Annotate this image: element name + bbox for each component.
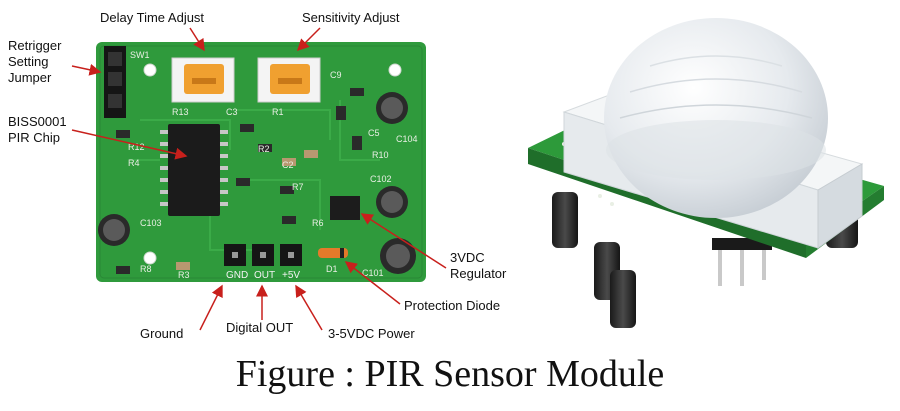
silk-r12: R12 — [128, 142, 145, 152]
label-regulator-1: 3VDC — [450, 250, 485, 265]
label-retrigger-2: Setting — [8, 54, 48, 69]
label-power: 3-5VDC Power — [328, 326, 415, 341]
label-retrigger-3: Jumper — [8, 70, 52, 85]
annotations: Delay Time Adjust Sensitivity Adjust Ret… — [8, 10, 507, 341]
module-pins — [712, 238, 772, 286]
pcb-top-view: SW1 — [96, 42, 426, 282]
mounting-hole — [143, 251, 157, 265]
silk-r13: R13 — [172, 107, 189, 117]
silk-r4: R4 — [128, 158, 140, 168]
silkscreen-designators: R13 C3 R1 R2 C2 C9 R10 R7 R6 C5 C104 C10… — [128, 70, 418, 280]
pin-5v-label: +5V — [282, 270, 300, 281]
silk-c101: C101 — [362, 268, 384, 278]
label-retrigger-1: Retrigger — [8, 38, 62, 53]
arrow-sensitivity — [296, 27, 321, 52]
silk-c5: C5 — [368, 128, 380, 138]
arrow-retrigger — [71, 63, 102, 76]
silk-d1: D1 — [326, 264, 338, 274]
pin-gnd-label: GND — [226, 270, 248, 281]
silk-r8: R8 — [140, 264, 152, 274]
figure-caption: Figure : PIR Sensor Module — [235, 353, 665, 395]
arrow-delay-time — [189, 27, 205, 52]
pir-module-perspective — [528, 18, 884, 328]
arrow-chip — [71, 129, 188, 160]
label-chip-1: BISS0001 — [8, 114, 67, 129]
arrow-power — [295, 284, 323, 331]
label-chip-2: PIR Chip — [8, 130, 60, 145]
silk-r3: R3 — [178, 270, 190, 280]
electrolytic-capacitors — [98, 92, 416, 274]
delay-time-potentiometer — [171, 57, 235, 103]
silk-sw1: SW1 — [130, 50, 150, 60]
silk-r1: R1 — [272, 107, 284, 117]
mounting-hole — [143, 63, 157, 77]
mounting-hole — [388, 63, 402, 77]
silk-c102: C102 — [370, 174, 392, 184]
silk-r2: R2 — [258, 144, 270, 154]
sensitivity-potentiometer — [257, 57, 321, 103]
silk-c103: C103 — [140, 218, 162, 228]
biss0001-chip — [160, 124, 228, 216]
silk-r10: R10 — [372, 150, 389, 160]
label-sensitivity-adjust: Sensitivity Adjust — [302, 10, 400, 25]
label-delay-time-adjust: Delay Time Adjust — [100, 10, 204, 25]
voltage-regulator — [330, 196, 360, 220]
arrow-regulator — [360, 213, 447, 269]
retrigger-jumper: SW1 — [104, 46, 150, 118]
arrow-ground — [199, 284, 223, 331]
pin-header: GND OUT +5V — [224, 244, 302, 281]
label-protection-diode: Protection Diode — [404, 298, 500, 313]
silk-r6: R6 — [312, 218, 324, 228]
silk-c9: C9 — [330, 70, 342, 80]
silk-c104: C104 — [396, 134, 418, 144]
fresnel-lens-dome — [604, 18, 828, 218]
silk-c3: C3 — [226, 107, 238, 117]
arrow-protection-diode — [344, 261, 401, 305]
protection-diode — [318, 248, 348, 258]
silk-r7: R7 — [292, 182, 304, 192]
silk-c2: C2 — [282, 160, 294, 170]
label-digital-out: Digital OUT — [226, 320, 293, 335]
label-regulator-2: Regulator — [450, 266, 507, 281]
label-ground: Ground — [140, 326, 183, 341]
pin-out-label: OUT — [254, 270, 275, 281]
smd-components — [116, 88, 364, 274]
